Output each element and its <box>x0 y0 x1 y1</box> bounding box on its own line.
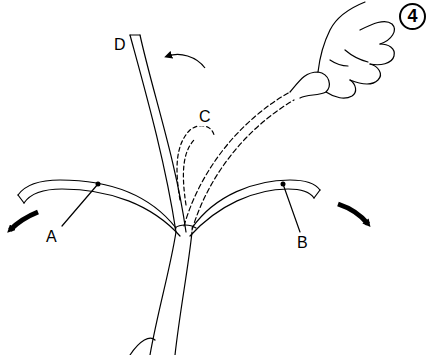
part-label: B <box>296 234 309 252</box>
hand-finger <box>350 64 380 84</box>
branch-tip <box>18 195 24 203</box>
branch-a <box>18 180 176 228</box>
callout-circle: 4 <box>399 3 426 30</box>
point-dot <box>96 182 101 187</box>
leader-line <box>283 184 300 232</box>
hand-outline <box>318 2 365 72</box>
bend-arrow <box>338 204 368 224</box>
part-label: C <box>198 108 212 126</box>
branch-b <box>192 180 320 228</box>
bend-arrow <box>10 212 38 230</box>
move-arrow <box>168 55 205 69</box>
shoot-d <box>140 35 186 232</box>
shoot-c-dashed <box>177 126 214 200</box>
leader-line <box>62 184 98 226</box>
hand-thumb <box>290 72 329 98</box>
part-label: A <box>45 228 58 246</box>
shoot-c-dashed <box>184 92 290 226</box>
hand-crease <box>330 60 348 66</box>
part-label: D <box>113 36 127 54</box>
hand-finger <box>370 44 394 65</box>
shoot-d <box>130 35 176 232</box>
hand-finger <box>326 80 356 98</box>
shoot-tip <box>130 34 140 35</box>
callout-number: 4 <box>407 6 417 27</box>
hand-finger <box>360 22 394 44</box>
ground-line <box>130 338 155 355</box>
shoot-c-dashed <box>183 140 194 205</box>
hand-crease <box>345 50 368 62</box>
shoot-c-dashed <box>192 100 294 230</box>
branch-tip <box>314 190 320 198</box>
branch-b <box>190 189 314 236</box>
point-dot <box>281 182 286 187</box>
stem-outline <box>150 232 176 355</box>
stem-outline <box>175 232 192 355</box>
